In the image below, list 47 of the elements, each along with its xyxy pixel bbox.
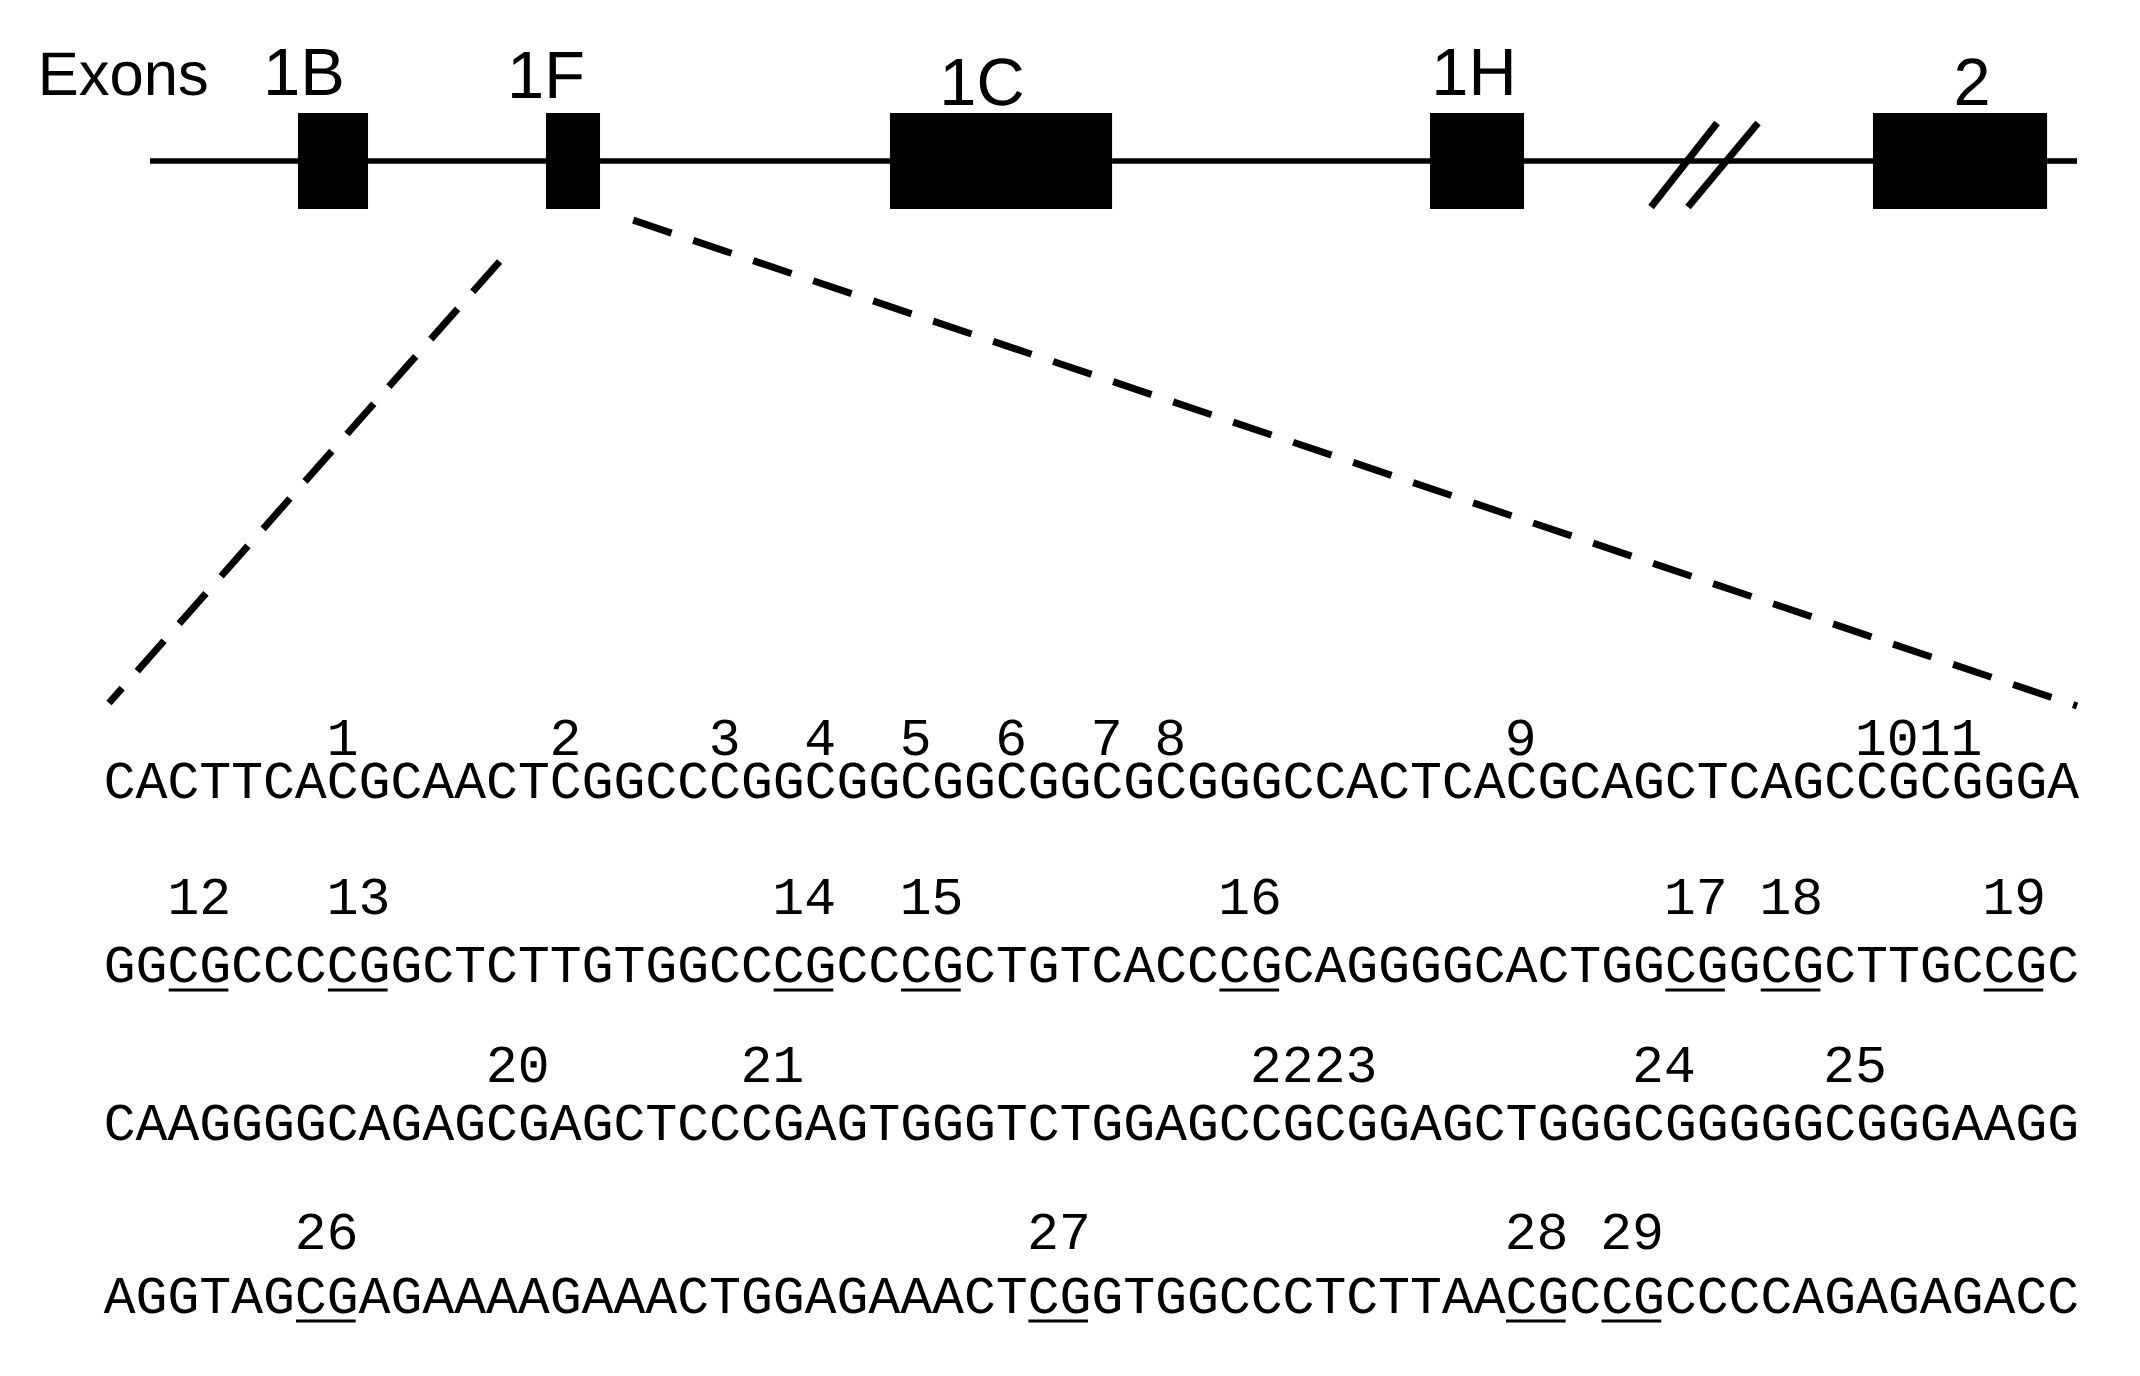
sequence-text: CAAGGGGCAGAGCGAGCTCCCGAGTGGGTCTGGAGCCGCGGAGCTGGGCGGGGGCGGGAAGG xyxy=(106,1104,2076,1141)
gene-line xyxy=(150,158,298,164)
track-label: Exons xyxy=(42,52,207,96)
site-number: 5 xyxy=(903,720,929,756)
site-number: 13 xyxy=(330,878,387,915)
site-number: 12 xyxy=(171,878,228,914)
site-number: 19 xyxy=(1986,878,2043,915)
site-number: 10 xyxy=(1858,719,1916,756)
sequence-text: CACTTCACGCAACTCGGCCCGGCGGCGGCGGCGCGGGCCACTCACGCAGCTCAGCCGCGGGA xyxy=(106,762,2080,799)
site-number: 27 xyxy=(1030,1213,1087,1249)
sequence-text: GGCGCCCCGGCTCTTGTGGCCCGCCCGCTGTCACCCGCAGGGGCACTGGCGGCGCTTGCCGC xyxy=(106,946,2077,983)
gene-line xyxy=(600,158,890,164)
gene-line xyxy=(368,158,546,164)
site-number: 4 xyxy=(806,720,834,755)
site-number: 22 xyxy=(1253,1046,1310,1082)
site-number: 21 xyxy=(744,1046,802,1082)
site-number: 20 xyxy=(489,1046,547,1083)
gene-line xyxy=(2047,158,2078,164)
site-number: 1 xyxy=(330,720,356,755)
site-number: 9 xyxy=(1508,719,1533,756)
exon-label: 1H xyxy=(1436,49,1512,95)
exon-label: 2 xyxy=(1956,58,1988,105)
gene-line xyxy=(1524,158,1873,164)
site-number: 16 xyxy=(1222,878,1279,915)
site-number: 3 xyxy=(712,719,738,756)
exon-label: 1B xyxy=(268,49,342,95)
site-number: 25 xyxy=(1826,1046,1884,1083)
zoom-line xyxy=(106,259,503,706)
site-number: 11 xyxy=(1922,720,1980,755)
site-number: 23 xyxy=(1317,1046,1374,1083)
zoom-line xyxy=(632,216,2079,710)
exon-label: 1F xyxy=(512,52,583,98)
sequence-text: AGGTAGCGAGAAAAGAAACTGGAGAAACTCGGTGGCCCTCTTAACGCCGCCCCAGAGAGACC xyxy=(103,1277,2077,1314)
exon-label: 1C xyxy=(944,58,1023,106)
site-number: 17 xyxy=(1667,879,1724,914)
site-number: 7 xyxy=(1094,720,1119,755)
site-number: 15 xyxy=(903,879,961,915)
site-number: 6 xyxy=(999,719,1024,756)
gene-line xyxy=(1112,158,1430,164)
site-number: 28 xyxy=(1508,1213,1565,1250)
site-number: 29 xyxy=(1604,1213,1661,1250)
site-number: 14 xyxy=(776,879,834,914)
site-number: 8 xyxy=(1157,719,1183,756)
site-number: 26 xyxy=(298,1213,355,1250)
site-number: 24 xyxy=(1635,1046,1694,1082)
site-number: 2 xyxy=(553,719,578,755)
site-number: 18 xyxy=(1763,878,1820,915)
